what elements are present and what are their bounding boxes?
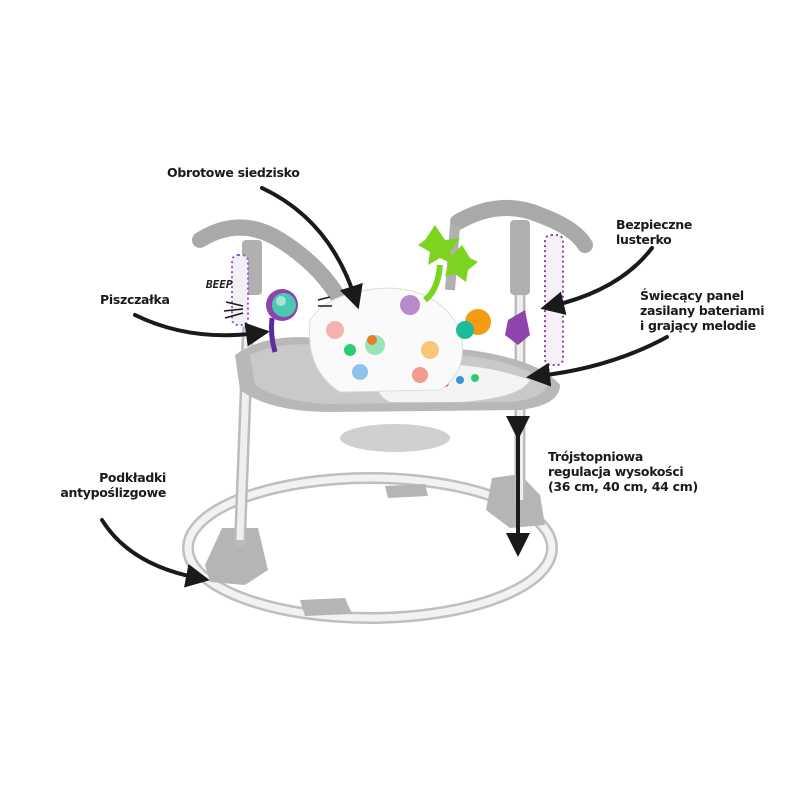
label-light-panel: Świecący panel zasilany bateriami i graj… xyxy=(640,288,764,333)
label-line: antypoślizgowe xyxy=(60,485,166,500)
arrow-light-panel xyxy=(526,335,669,387)
label-squeaker: Piszczałka xyxy=(100,292,170,307)
rotating-seat xyxy=(308,287,463,393)
arrow-rotating-seat xyxy=(260,186,363,310)
label-line: Trójstopniowa xyxy=(548,449,643,464)
toys xyxy=(344,225,530,356)
label-line: (36 cm, 40 cm, 44 cm) xyxy=(548,479,698,494)
arrow-non-slip-pads xyxy=(100,518,210,588)
arrow-safe-mirror xyxy=(540,246,654,315)
label-non-slip-pads: Podkładki antypoślizgowe xyxy=(40,470,166,500)
label-line: Bezpieczne xyxy=(616,217,693,232)
label-rotating-seat: Obrotowe siedzisko xyxy=(167,165,300,180)
label-line: i grający melodie xyxy=(640,318,756,333)
beep-text: BEEP xyxy=(205,278,233,291)
label-line: lusterko xyxy=(616,232,672,247)
label-safe-mirror: Bezpieczne lusterko xyxy=(616,217,692,247)
label-line: Podkładki xyxy=(99,470,166,485)
label-line: Świecący panel xyxy=(640,288,744,303)
arrow-squeaker xyxy=(133,313,270,347)
beep-lines xyxy=(223,296,332,319)
label-line: zasilany bateriami xyxy=(640,303,765,318)
squeaker-toy xyxy=(266,289,298,353)
base-ring xyxy=(182,472,558,624)
label-line: regulacja wysokości xyxy=(548,464,684,479)
label-height-adjust: Trójstopniowa regulacja wysokości (36 cm… xyxy=(548,449,698,494)
